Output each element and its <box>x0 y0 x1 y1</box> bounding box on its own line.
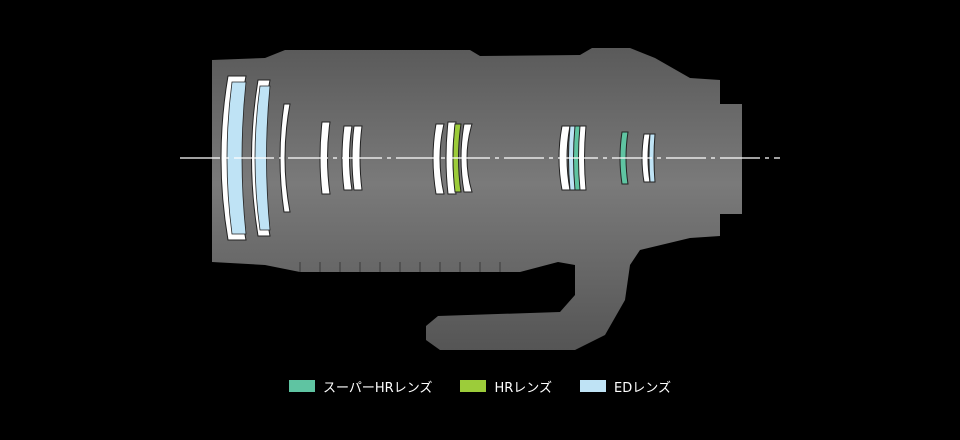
legend-item-super-hr: スーパーHRレンズ <box>289 377 432 396</box>
super-hr-swatch-icon <box>289 380 316 392</box>
legend-item-ed: EDレンズ <box>580 377 671 396</box>
legend: スーパーHRレンズ HRレンズ EDレンズ <box>0 374 960 398</box>
legend-label-hr: HRレンズ <box>494 380 552 396</box>
barrel-grip-ribs <box>299 262 501 272</box>
legend-label-ed: EDレンズ <box>614 380 671 396</box>
lens-group-front <box>220 75 291 241</box>
ed-swatch-icon <box>580 380 606 392</box>
hr-swatch-icon <box>460 380 487 392</box>
front-lens-element-3 <box>279 103 291 213</box>
legend-label-super-hr: スーパーHRレンズ <box>323 380 433 396</box>
legend-item-hr: HRレンズ <box>460 377 552 396</box>
lens-barrel <box>212 48 742 350</box>
group3-element-1 <box>432 123 445 195</box>
